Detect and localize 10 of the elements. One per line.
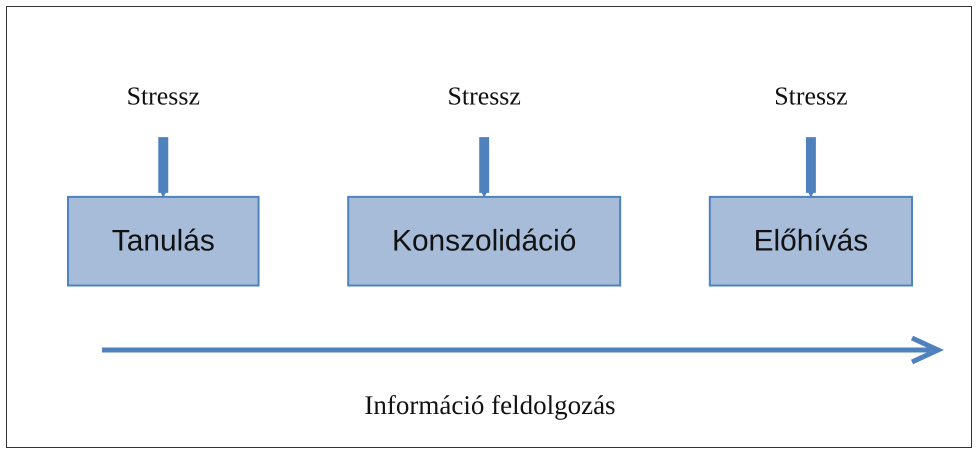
node-box: Előhívás [708,196,914,286]
node-text: Stressz [448,81,521,110]
node-text: Stressz [126,81,200,110]
node-box: Tanulás [66,196,260,286]
arrow [158,137,168,198]
node-text: Stressz [774,81,848,110]
node-box: Konszolidáció [347,196,622,286]
arrow [806,137,816,198]
axis-label: Információ feldolgozás [364,390,616,421]
arrow [479,137,490,198]
